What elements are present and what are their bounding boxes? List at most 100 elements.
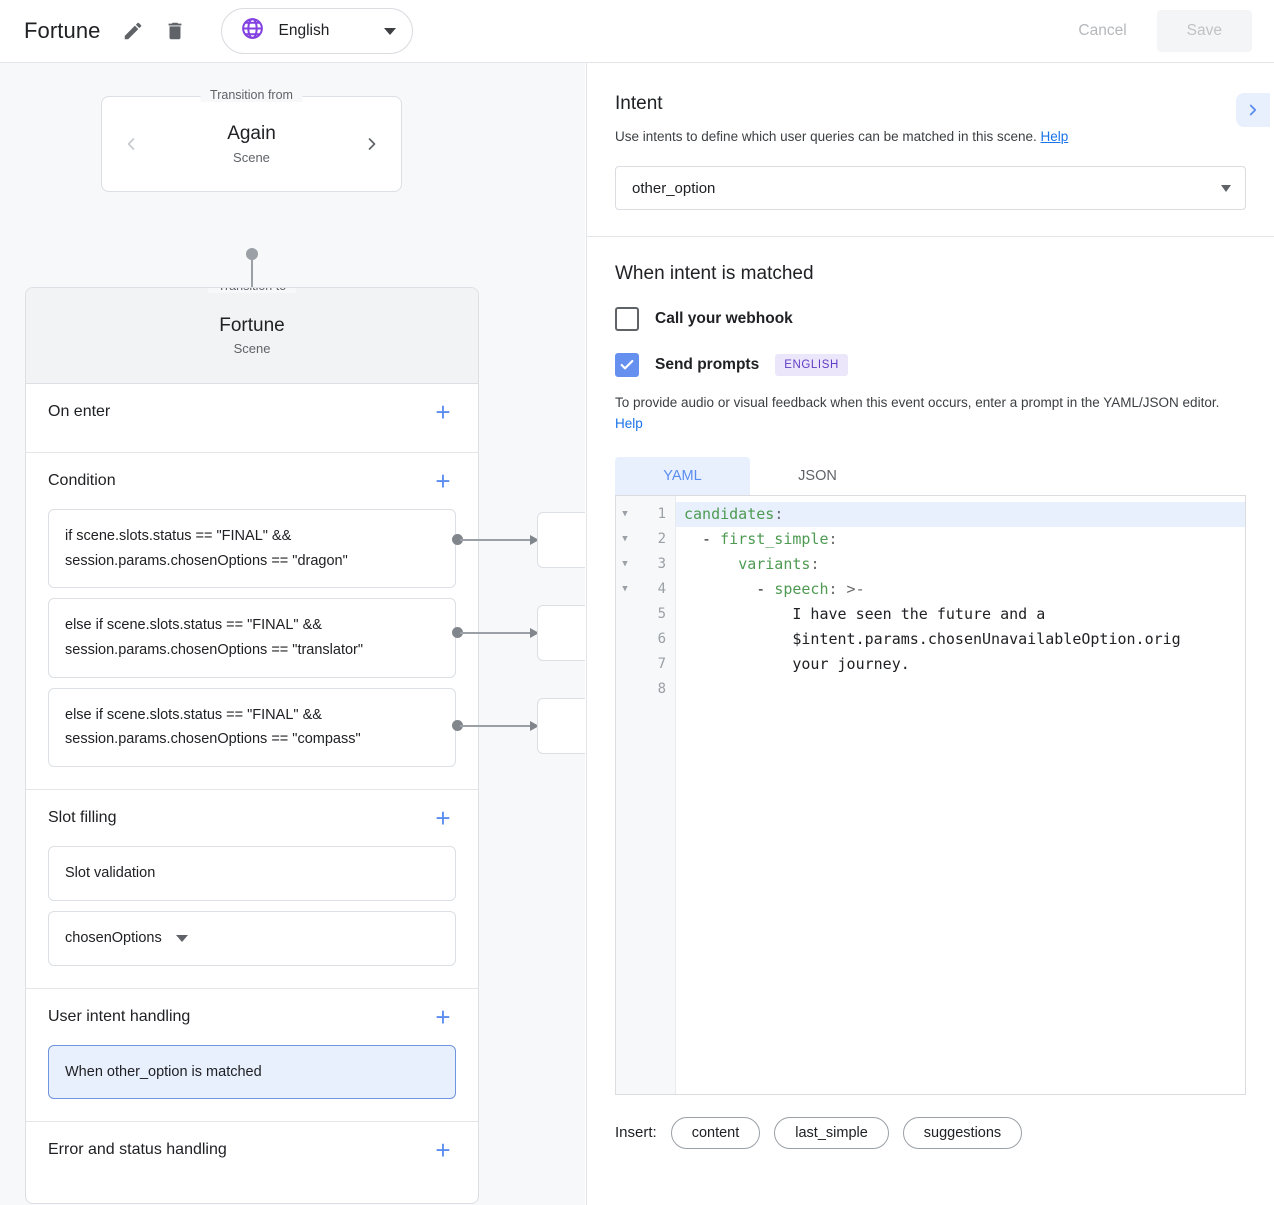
section-title-user-intent-handling: User intent handling [48,1007,191,1025]
chevron-left-icon[interactable] [118,131,144,157]
transition-from-card[interactable]: Transition from Again Scene [101,88,402,192]
tab-json[interactable]: JSON [798,467,837,484]
add-slot-button[interactable]: + [435,802,451,833]
editor-line-number: 7 [616,652,675,677]
yaml-key: candidates [684,504,775,523]
when-matched-heading: When intent is matched [615,263,814,284]
editor-code-line: variants: [676,552,1245,577]
page-title: Fortune [24,18,101,43]
tab-yaml[interactable]: YAML [615,456,750,495]
section-condition: Condition + if scene.slots.status == "FI… [26,453,478,790]
section-error-status-handling: Error and status handling + [26,1122,478,1190]
language-selector[interactable]: English [220,8,413,54]
condition-target-box[interactable] [537,512,585,568]
condition-item[interactable]: else if scene.slots.status == "FINAL" &&… [48,687,456,767]
caret-down-icon[interactable] [175,934,188,942]
editor-code-line: - first_simple: [684,529,838,548]
line-number: 5 [657,605,666,622]
condition-link-dot [452,627,463,638]
section-title-error-status-handling: Error and status handling [48,1141,227,1159]
editor-code-area[interactable]: candidates: - first_simple: variants: - … [676,496,1245,1094]
language-badge: ENGLISH [775,354,848,376]
insert-chip-last-simple[interactable]: last_simple [774,1116,889,1149]
section-on-enter: On enter + [26,384,478,453]
add-user-intent-button[interactable]: + [435,1001,451,1032]
condition-link-line [460,632,532,634]
insert-chip-content[interactable]: content [670,1116,761,1149]
editor-format-tabs: YAML JSON [615,456,1246,495]
line-number: 1 [657,505,666,522]
condition-link-line [460,725,532,727]
scene-header[interactable]: Fortune Scene [26,288,478,384]
condition-link-arrowhead [530,535,539,545]
fold-triangle-icon[interactable]: ▼ [622,558,628,569]
editor-help-link[interactable]: Help [615,415,643,431]
line-number: 4 [657,580,666,597]
editor-code-line: your journey. [684,654,910,673]
intent-description-text: Use intents to define which user queries… [615,129,1037,144]
editor-line-number: ▼4 [616,577,675,602]
condition-item[interactable]: if scene.slots.status == "FINAL" && sess… [48,509,456,589]
fold-triangle-icon[interactable]: ▼ [622,583,628,594]
scene-subtitle: Scene [233,341,271,357]
when-intent-matched-section: When intent is matched Call your webhook… [587,237,1274,1095]
condition-link-line [460,539,532,541]
chevron-right-icon[interactable] [359,131,385,157]
call-webhook-checkbox[interactable] [615,307,639,331]
send-prompts-checkbox[interactable] [615,353,639,377]
section-title-on-enter: On enter [48,403,111,420]
yaml-key: variants [738,554,811,573]
add-on-enter-button[interactable]: + [435,397,451,427]
cancel-button[interactable]: Cancel [1056,10,1148,52]
editor-code-line: candidates: [676,501,1245,527]
line-number: 7 [657,655,666,672]
transition-from-name: Again [227,123,276,145]
fold-triangle-icon[interactable]: ▼ [622,508,628,519]
globe-icon [240,16,265,46]
call-webhook-label: Call your webhook [655,310,793,327]
expand-panel-button[interactable] [1236,93,1270,127]
top-bar: Fortune English Cancel Save [0,0,1274,63]
yaml-punctuation: : [810,554,820,573]
editor-line-number: ▼2 [616,527,675,552]
editor-line-number: 8 [616,677,675,702]
transition-from-subtitle: Scene [233,149,270,165]
user-intent-item-other-option[interactable]: When other_option is matched [48,1044,456,1100]
intent-select[interactable]: other_option [615,166,1246,210]
fold-triangle-icon[interactable]: ▼ [622,533,628,544]
line-number: 2 [657,530,666,547]
transition-to-legend: Transition to [207,288,297,293]
topbar-actions: Cancel Save [1056,10,1274,52]
chevron-down-icon [1221,184,1231,192]
intent-help-link[interactable]: Help [1040,129,1069,144]
save-button[interactable]: Save [1156,10,1252,52]
section-title-slot-filling: Slot filling [48,808,117,826]
line-number: 6 [657,630,666,647]
condition-target-box[interactable] [537,698,585,754]
insert-label: Insert: [615,1124,657,1142]
line-number: 8 [657,680,666,697]
send-prompts-label: Send prompts [655,356,760,373]
pencil-icon[interactable] [115,13,151,49]
condition-item[interactable]: else if scene.slots.status == "FINAL" &&… [48,598,456,678]
insert-chip-suggestions[interactable]: suggestions [902,1116,1023,1149]
yaml-key: first_simple [720,529,829,548]
section-title-condition: Condition [48,472,116,489]
scene-graph-panel: Transition from Again Scene Transition t… [0,63,585,1205]
add-condition-button[interactable]: + [435,466,451,496]
condition-link-arrowhead [530,628,539,638]
section-slot-filling: Slot filling + Slot validation chosenOpt… [26,790,478,989]
editor-code-line: $intent.params.chosenUnavailableOption.o… [684,629,1181,648]
slot-validation-item[interactable]: Slot validation [48,845,456,901]
trash-icon[interactable] [157,13,193,49]
add-error-handler-button[interactable]: + [435,1135,451,1166]
editor-code-line [676,677,1245,702]
section-user-intent-handling: User intent handling + When other_option… [26,989,478,1123]
editor-help-sentence: To provide audio or visual feedback when… [615,395,1220,410]
condition-target-box[interactable] [537,605,585,661]
insert-row: Insert: content last_simple suggestions [587,1095,1274,1149]
condition-link-dot [452,720,463,731]
slot-chosenoptions-item[interactable]: chosenOptions [48,910,456,966]
